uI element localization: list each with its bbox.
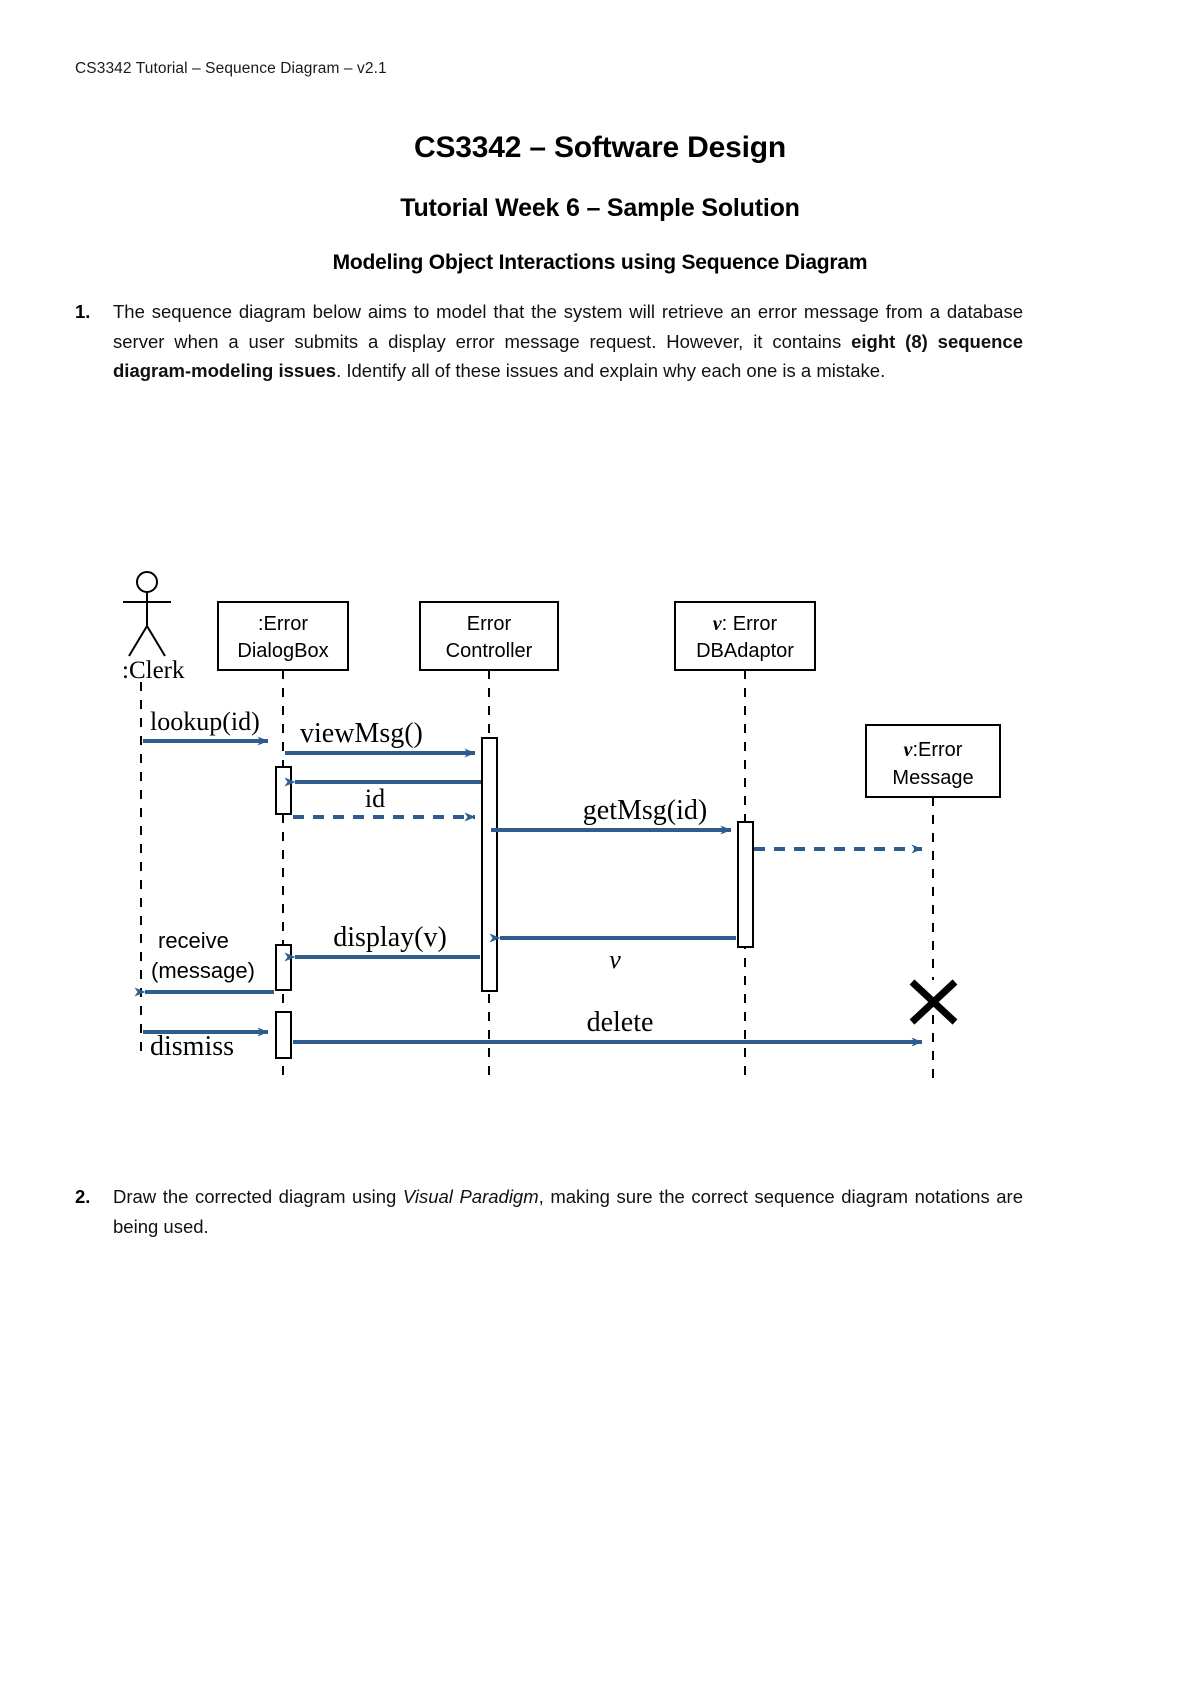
controller-label-line2: Controller xyxy=(446,640,533,662)
question-1-number: 1. xyxy=(75,301,91,322)
sequence-diagram: :Clerk :Error DialogBox Error Controller… xyxy=(100,560,1050,1100)
errormessage-label-line1: v:Error xyxy=(904,739,963,761)
dialogbox-label-line1: :Error xyxy=(258,613,308,635)
actor-clerk xyxy=(123,571,171,657)
question-2-number: 2. xyxy=(75,1186,91,1207)
activation-dialogbox-2 xyxy=(275,944,292,991)
message-label-dismiss: dismiss xyxy=(150,1031,234,1062)
question-2-text: Draw the corrected diagram using Visual … xyxy=(113,1186,1023,1237)
lifeline-head-controller: Error Controller xyxy=(419,601,559,671)
message-label-v: v xyxy=(609,945,621,974)
message-label-display: display(v) xyxy=(333,922,447,953)
page-subtitle: Tutorial Week 6 – Sample Solution xyxy=(400,194,800,222)
activation-dbadaptor xyxy=(737,821,754,948)
dbadaptor-label-line2: DBAdaptor xyxy=(696,640,794,662)
page-title: CS3342 – Software Design xyxy=(413,131,787,164)
object-box-error-message: v:Error Message xyxy=(865,724,1001,798)
activation-dialogbox-1 xyxy=(275,766,292,815)
dbadaptor-label-line1: v: Error xyxy=(713,613,778,635)
message-label-receive-line1: receive xyxy=(158,928,229,953)
message-label-delete: delete xyxy=(587,1007,654,1038)
message-label-lookup: lookup(id) xyxy=(150,707,260,736)
message-label-receive-line2: (message) xyxy=(151,958,255,983)
destruction-marker-x xyxy=(909,979,958,1025)
message-label-id: id xyxy=(365,784,385,813)
activation-dialogbox-3 xyxy=(275,1011,292,1059)
message-label-getmsg: getMsg(id) xyxy=(583,795,707,826)
activation-controller xyxy=(481,737,498,992)
lifeline-head-dbadaptor: v: Error DBAdaptor xyxy=(674,601,816,671)
question-1-text: The sequence diagram below aims to model… xyxy=(113,301,1024,381)
question-1: 1. The sequence diagram below aims to mo… xyxy=(75,297,1025,386)
actor-label-clerk: :Clerk xyxy=(122,657,185,684)
controller-label-line1: Error xyxy=(467,613,512,635)
page-topic-heading: Modeling Object Interactions using Seque… xyxy=(332,251,868,274)
dialogbox-label-line2: DialogBox xyxy=(237,640,328,662)
errormessage-label-line2: Message xyxy=(892,767,973,789)
running-head: CS3342 Tutorial – Sequence Diagram – v2.… xyxy=(75,60,387,77)
message-label-viewmsg: viewMsg() xyxy=(300,718,423,749)
lifeline-head-dialogbox: :Error DialogBox xyxy=(217,601,349,671)
question-2: 2. Draw the corrected diagram using Visu… xyxy=(75,1182,1025,1241)
